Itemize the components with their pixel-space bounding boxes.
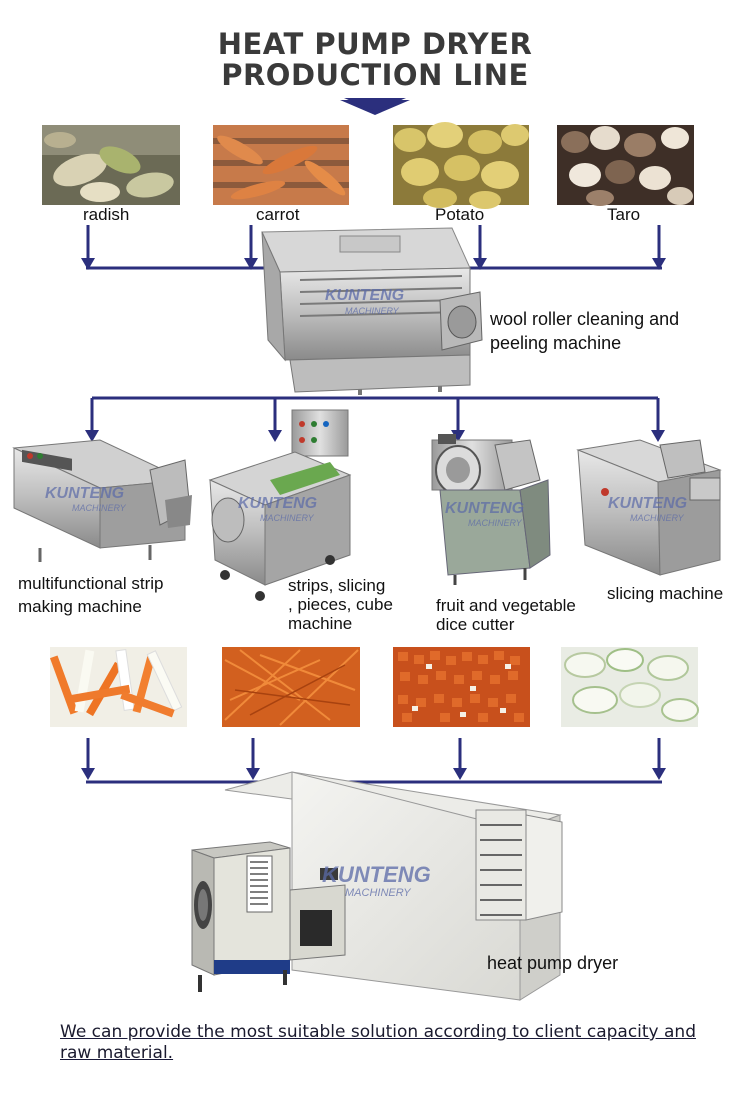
flow-arrows-to-dryer — [86, 738, 662, 784]
radish-photo — [42, 125, 180, 205]
svg-text:MACHINERY: MACHINERY — [630, 513, 685, 523]
svg-text:MACHINERY: MACHINERY — [345, 306, 400, 316]
arrowheads-row-1 — [81, 258, 666, 270]
strip-making-machine-image — [12, 439, 192, 562]
strips-slicing-cube-machine-image — [208, 409, 352, 601]
svg-text:MACHINERY: MACHINERY — [72, 503, 127, 513]
watermark-logo: KUNTENG — [325, 287, 404, 304]
svg-text:KUNTENG: KUNTENG — [45, 485, 124, 502]
page-title-line-1: HEAT PUMP DRYER — [217, 27, 533, 61]
label-heat-pump-dryer: heat pump dryer — [487, 953, 619, 973]
cleaning-peeling-machine-image — [261, 227, 483, 395]
label-strips-cube-machine: strips, slicing , pieces, cube machine — [288, 576, 393, 633]
svg-text:MACHINERY: MACHINERY — [260, 513, 315, 523]
dice-cutter-machine-image — [431, 434, 551, 585]
potato-photo — [393, 122, 529, 209]
footer-note: We can provide the most suitable solutio… — [60, 1022, 696, 1063]
carrot-radish-strips-photo — [49, 647, 187, 727]
taro-photo — [557, 125, 694, 206]
diced-carrot-photo — [393, 647, 530, 727]
heat-pump-dryer-image — [191, 771, 563, 1001]
carrot-photo — [213, 125, 349, 205]
label-taro: Taro — [607, 205, 641, 224]
svg-text:KUNTENG: KUNTENG — [238, 495, 317, 512]
dryer-brand-watermark: KUNTENG — [322, 862, 431, 887]
svg-text:KUNTENG: KUNTENG — [445, 500, 524, 517]
slicing-machine-image — [576, 439, 722, 576]
page-title-line-2: PRODUCTION LINE — [221, 58, 529, 92]
svg-text:MACHINERY: MACHINERY — [345, 887, 411, 899]
label-carrot: carrot — [256, 205, 300, 224]
flow-arrows-raw-materials — [86, 225, 662, 270]
label-radish: radish — [83, 205, 130, 224]
label-potato: Potato — [435, 205, 485, 224]
flow-arrows-to-cutters — [90, 396, 660, 432]
svg-text:MACHINERY: MACHINERY — [468, 518, 523, 528]
svg-text:KUNTENG: KUNTENG — [608, 495, 687, 512]
label-dice-cutter: fruit and vegetable dice cutter — [436, 596, 576, 634]
label-cleaning-machine: wool roller cleaning and peeling machine — [490, 309, 680, 353]
label-strip-making-machine: multifunctional strip making machine — [18, 574, 164, 616]
shredded-carrot-photo — [222, 647, 360, 727]
label-slicing-machine: slicing machine — [607, 584, 724, 603]
sliced-radish-photo — [561, 647, 699, 727]
